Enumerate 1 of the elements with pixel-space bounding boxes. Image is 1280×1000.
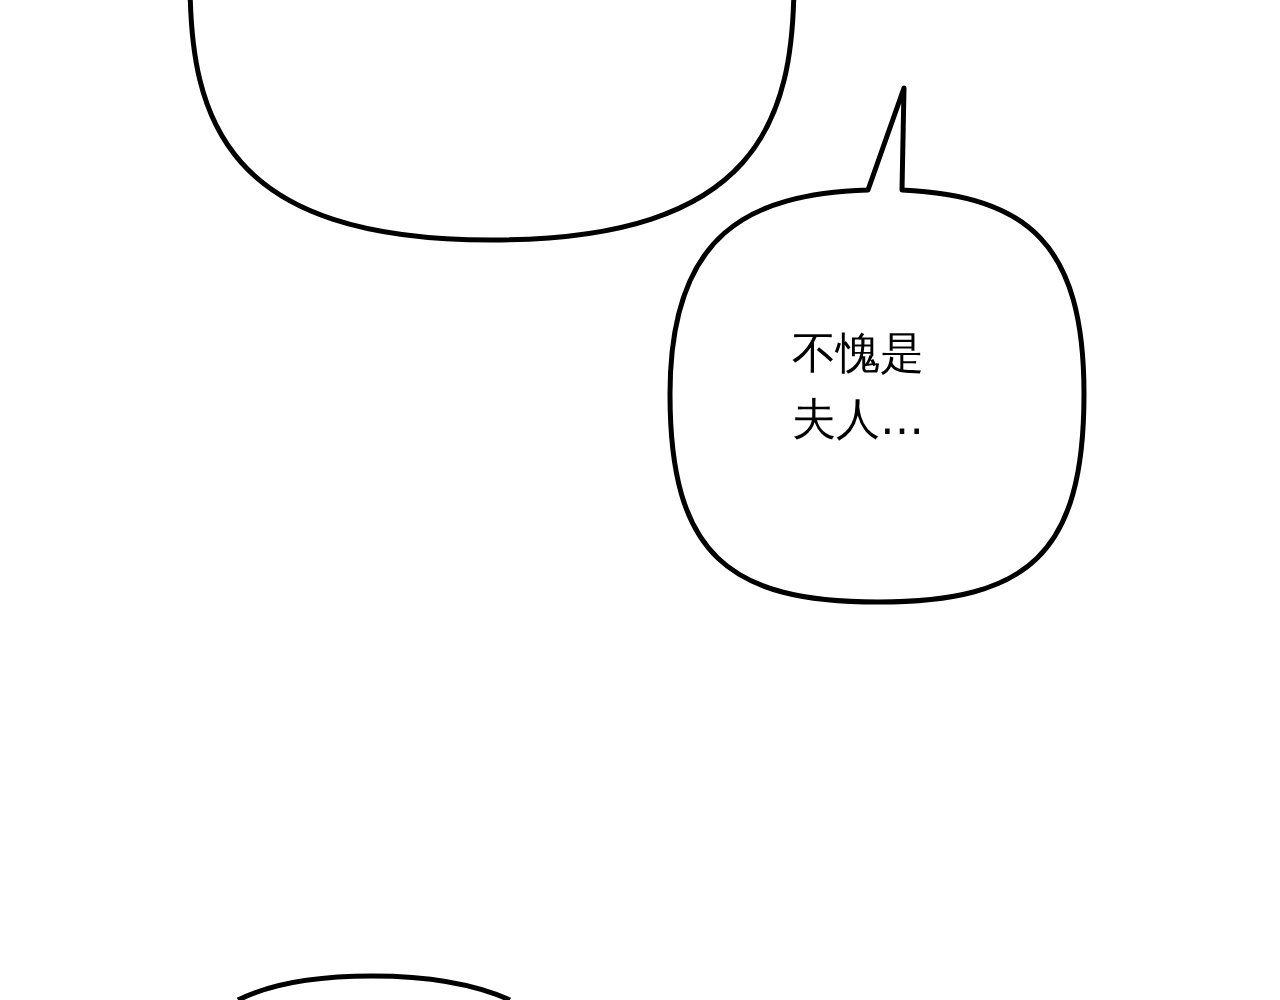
speech-text: 不愧是夫人…	[792, 326, 925, 446]
